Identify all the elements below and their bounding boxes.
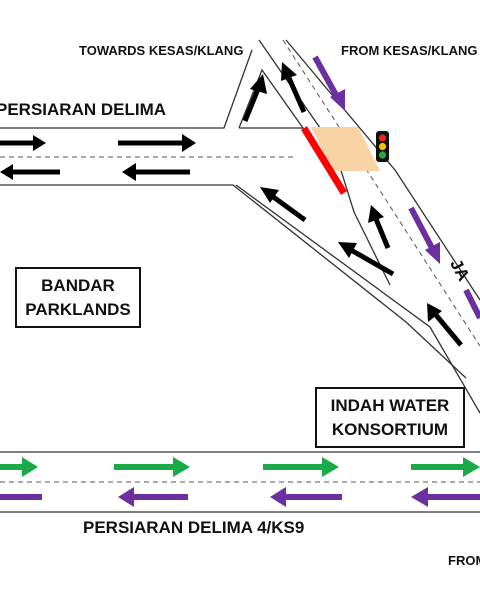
arrow-icon <box>0 164 60 180</box>
persiaran-delima-bottom-edge <box>0 184 467 379</box>
arrow-icon <box>118 134 196 152</box>
closure-barrier <box>301 126 347 195</box>
bandar-parklands-box: BANDAR PARKLANDS <box>15 267 141 328</box>
label-persiaran-delima-4: PERSIARAN DELIMA 4/KS9 <box>83 518 305 537</box>
arrow-icon <box>122 163 190 181</box>
arrow-icon <box>0 457 38 477</box>
arrow-icon <box>270 487 342 507</box>
closure-zone <box>311 127 380 171</box>
arrow-icon <box>114 457 190 477</box>
bandar-line-1: BANDAR <box>41 275 115 295</box>
arrow-icon <box>242 74 267 122</box>
arrow-icon <box>368 205 391 249</box>
indah-water-box: INDAH WATER KONSORTIUM <box>315 387 465 448</box>
centerlines <box>0 39 480 483</box>
traffic-light-icon <box>376 131 389 162</box>
arrow-icon <box>263 457 339 477</box>
arrow-icon <box>408 206 440 264</box>
indah-line-1: INDAH WATER <box>330 395 450 415</box>
indah-line-2: KONSORTIUM <box>331 419 449 439</box>
label-persiaran-delima: PERSIARAN DELIMA <box>0 100 167 119</box>
persiaran-delima-top-edge <box>0 49 253 129</box>
green-arrows <box>0 457 480 477</box>
arrow-icon <box>312 55 345 111</box>
jalan-lower-left-edge <box>235 184 480 414</box>
label-towards-kesas: TOWARDS KESAS/KLANG <box>79 43 244 58</box>
jalan-right-edge <box>285 39 480 301</box>
black-arrows <box>0 62 463 347</box>
arrow-icon <box>427 303 463 347</box>
arrow-icon <box>0 135 46 151</box>
arrow-icon <box>411 457 480 477</box>
arrow-icon <box>281 62 307 114</box>
purple-arrows <box>0 55 480 507</box>
arrow-icon <box>411 487 480 507</box>
arrow-icon <box>118 487 188 507</box>
arrow-icon <box>463 288 480 320</box>
label-from-kesas: FROM KESAS/KLANG <box>341 43 478 58</box>
ramp-island <box>238 68 305 129</box>
bandar-line-2: PARKLANDS <box>25 299 131 319</box>
label-from-partial: FROM <box>448 553 480 568</box>
arrow-icon <box>338 242 395 277</box>
arrow-icon <box>260 187 307 223</box>
